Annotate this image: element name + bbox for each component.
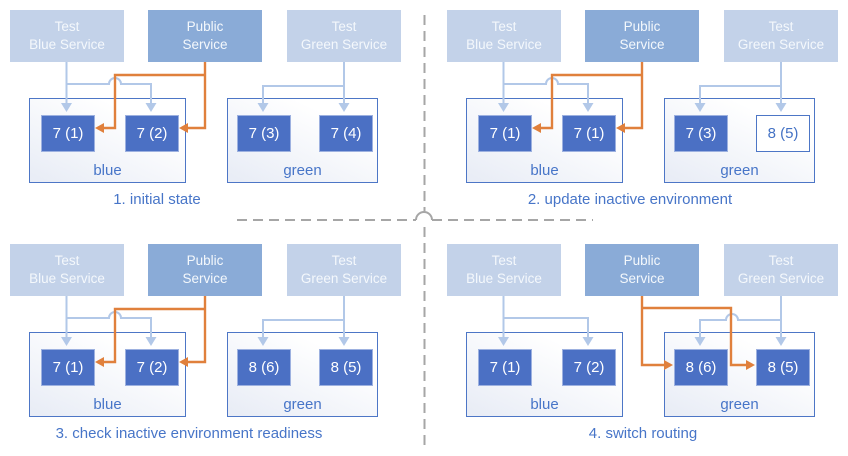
service-label-line: Public: [623, 253, 661, 268]
green-environment-box: 7 (3) 7 (4) green: [227, 98, 378, 183]
pod-label: 7 (2): [136, 125, 168, 142]
pod-box: 7 (1): [41, 349, 95, 386]
pod-box: 7 (2): [125, 115, 179, 152]
pod-label: 8 (5): [767, 125, 799, 142]
test-blue-service-box: Test Blue Service: [447, 244, 561, 296]
service-label-line: Green Service: [300, 271, 388, 286]
pod-box: 7 (2): [562, 349, 616, 386]
public-service-box: Public Service: [585, 244, 699, 296]
test-green-service-box: Test Green Service: [724, 244, 838, 296]
service-label-line: Service: [182, 37, 228, 52]
public-service-box: Public Service: [148, 244, 262, 296]
pod-label: 8 (5): [330, 359, 362, 376]
service-label-line: Test: [54, 253, 80, 268]
service-label-line: Test: [54, 19, 80, 34]
test-green-service-box: Test Green Service: [287, 10, 401, 62]
pod-label: 8 (6): [685, 359, 717, 376]
environment-label: green: [283, 396, 322, 413]
blue-environment-box: 7 (1) 7 (1) blue: [466, 98, 623, 183]
service-label-line: Blue Service: [466, 37, 542, 52]
service-label-line: Service: [182, 271, 228, 286]
pod-box: 7 (3): [237, 115, 291, 152]
public-route-line: [640, 296, 664, 367]
step-caption: 2. update inactive environment: [527, 191, 733, 208]
panel-1-initial-state: Test Blue Service Public Service Test Gr…: [0, 0, 424, 228]
environment-label: green: [283, 162, 322, 179]
pod-label: 7 (3): [685, 125, 717, 142]
pod-box: 7 (2): [125, 349, 179, 386]
step-caption: 4. switch routing: [588, 425, 698, 442]
service-label-line: Green Service: [737, 271, 825, 286]
pod-box: 7 (3): [674, 115, 728, 152]
blue-environment-box: 7 (1) 7 (2) blue: [29, 332, 186, 417]
service-label-line: Public: [186, 253, 224, 268]
step-caption: 1. initial state: [113, 191, 201, 208]
public-route-line: [625, 62, 644, 130]
environment-label: blue: [530, 396, 559, 413]
pod-label: 7 (2): [573, 359, 605, 376]
step-caption: 3. check inactive environment readiness: [55, 425, 323, 442]
panel-4-switch-routing: Test Blue Service Public Service Test Gr…: [437, 234, 848, 456]
service-label-line: Test: [768, 253, 794, 268]
service-label-line: Public: [186, 19, 224, 34]
environment-label: blue: [530, 162, 559, 179]
service-label-line: Test: [491, 19, 517, 34]
service-label-line: Blue Service: [29, 271, 105, 286]
service-label-line: Test: [768, 19, 794, 34]
test-blue-service-box: Test Blue Service: [10, 244, 124, 296]
service-label-line: Public: [623, 19, 661, 34]
service-label-line: Test: [491, 253, 517, 268]
service-label-line: Service: [619, 37, 665, 52]
pod-box: 7 (1): [41, 115, 95, 152]
pod-label: 7 (1): [489, 125, 521, 142]
environment-label: blue: [93, 162, 122, 179]
environment-label: green: [720, 396, 759, 413]
test-blue-service-box: Test Blue Service: [447, 10, 561, 62]
pod-box: 8 (5): [319, 349, 373, 386]
pod-label: 7 (1): [573, 125, 605, 142]
pod-label: 8 (5): [767, 359, 799, 376]
service-label-line: Blue Service: [29, 37, 105, 52]
pod-label: 7 (3): [248, 125, 280, 142]
public-service-box: Public Service: [585, 10, 699, 62]
pod-box: 7 (1): [478, 115, 532, 152]
pod-label: 7 (4): [330, 125, 362, 142]
pod-box: 8 (5): [756, 115, 810, 152]
panel-3-check-inactive-environment-readiness: Test Blue Service Public Service Test Gr…: [0, 234, 424, 456]
pod-label: 7 (1): [52, 359, 84, 376]
pod-box: 8 (6): [237, 349, 291, 386]
test-green-service-box: Test Green Service: [287, 244, 401, 296]
environment-label: green: [720, 162, 759, 179]
service-label-line: Service: [619, 271, 665, 286]
pod-box: 8 (6): [674, 349, 728, 386]
pod-label: 7 (2): [136, 359, 168, 376]
blue-environment-box: 7 (1) 7 (2) blue: [466, 332, 623, 417]
pod-label: 8 (6): [248, 359, 280, 376]
pod-box: 7 (1): [562, 115, 616, 152]
pod-box: 7 (4): [319, 115, 373, 152]
public-route-line: [188, 296, 207, 364]
service-label-line: Blue Service: [466, 271, 542, 286]
test-blue-service-box: Test Blue Service: [10, 10, 124, 62]
service-label-line: Test: [331, 253, 357, 268]
service-label-line: Green Service: [300, 37, 388, 52]
green-environment-box: 8 (6) 8 (5) green: [227, 332, 378, 417]
pod-label: 7 (1): [489, 359, 521, 376]
green-environment-box: 8 (6) 8 (5) green: [664, 332, 815, 417]
public-route-line: [188, 62, 207, 130]
pod-box: 8 (5): [756, 349, 810, 386]
pod-label: 7 (1): [52, 125, 84, 142]
public-service-box: Public Service: [148, 10, 262, 62]
service-label-line: Test: [331, 19, 357, 34]
test-green-service-box: Test Green Service: [724, 10, 838, 62]
environment-label: blue: [93, 396, 122, 413]
green-environment-box: 7 (3) 8 (5) green: [664, 98, 815, 183]
panel-2-update-inactive-environment: Test Blue Service Public Service Test Gr…: [437, 0, 848, 228]
blue-environment-box: 7 (1) 7 (2) blue: [29, 98, 186, 183]
service-label-line: Green Service: [737, 37, 825, 52]
pod-box: 7 (1): [478, 349, 532, 386]
